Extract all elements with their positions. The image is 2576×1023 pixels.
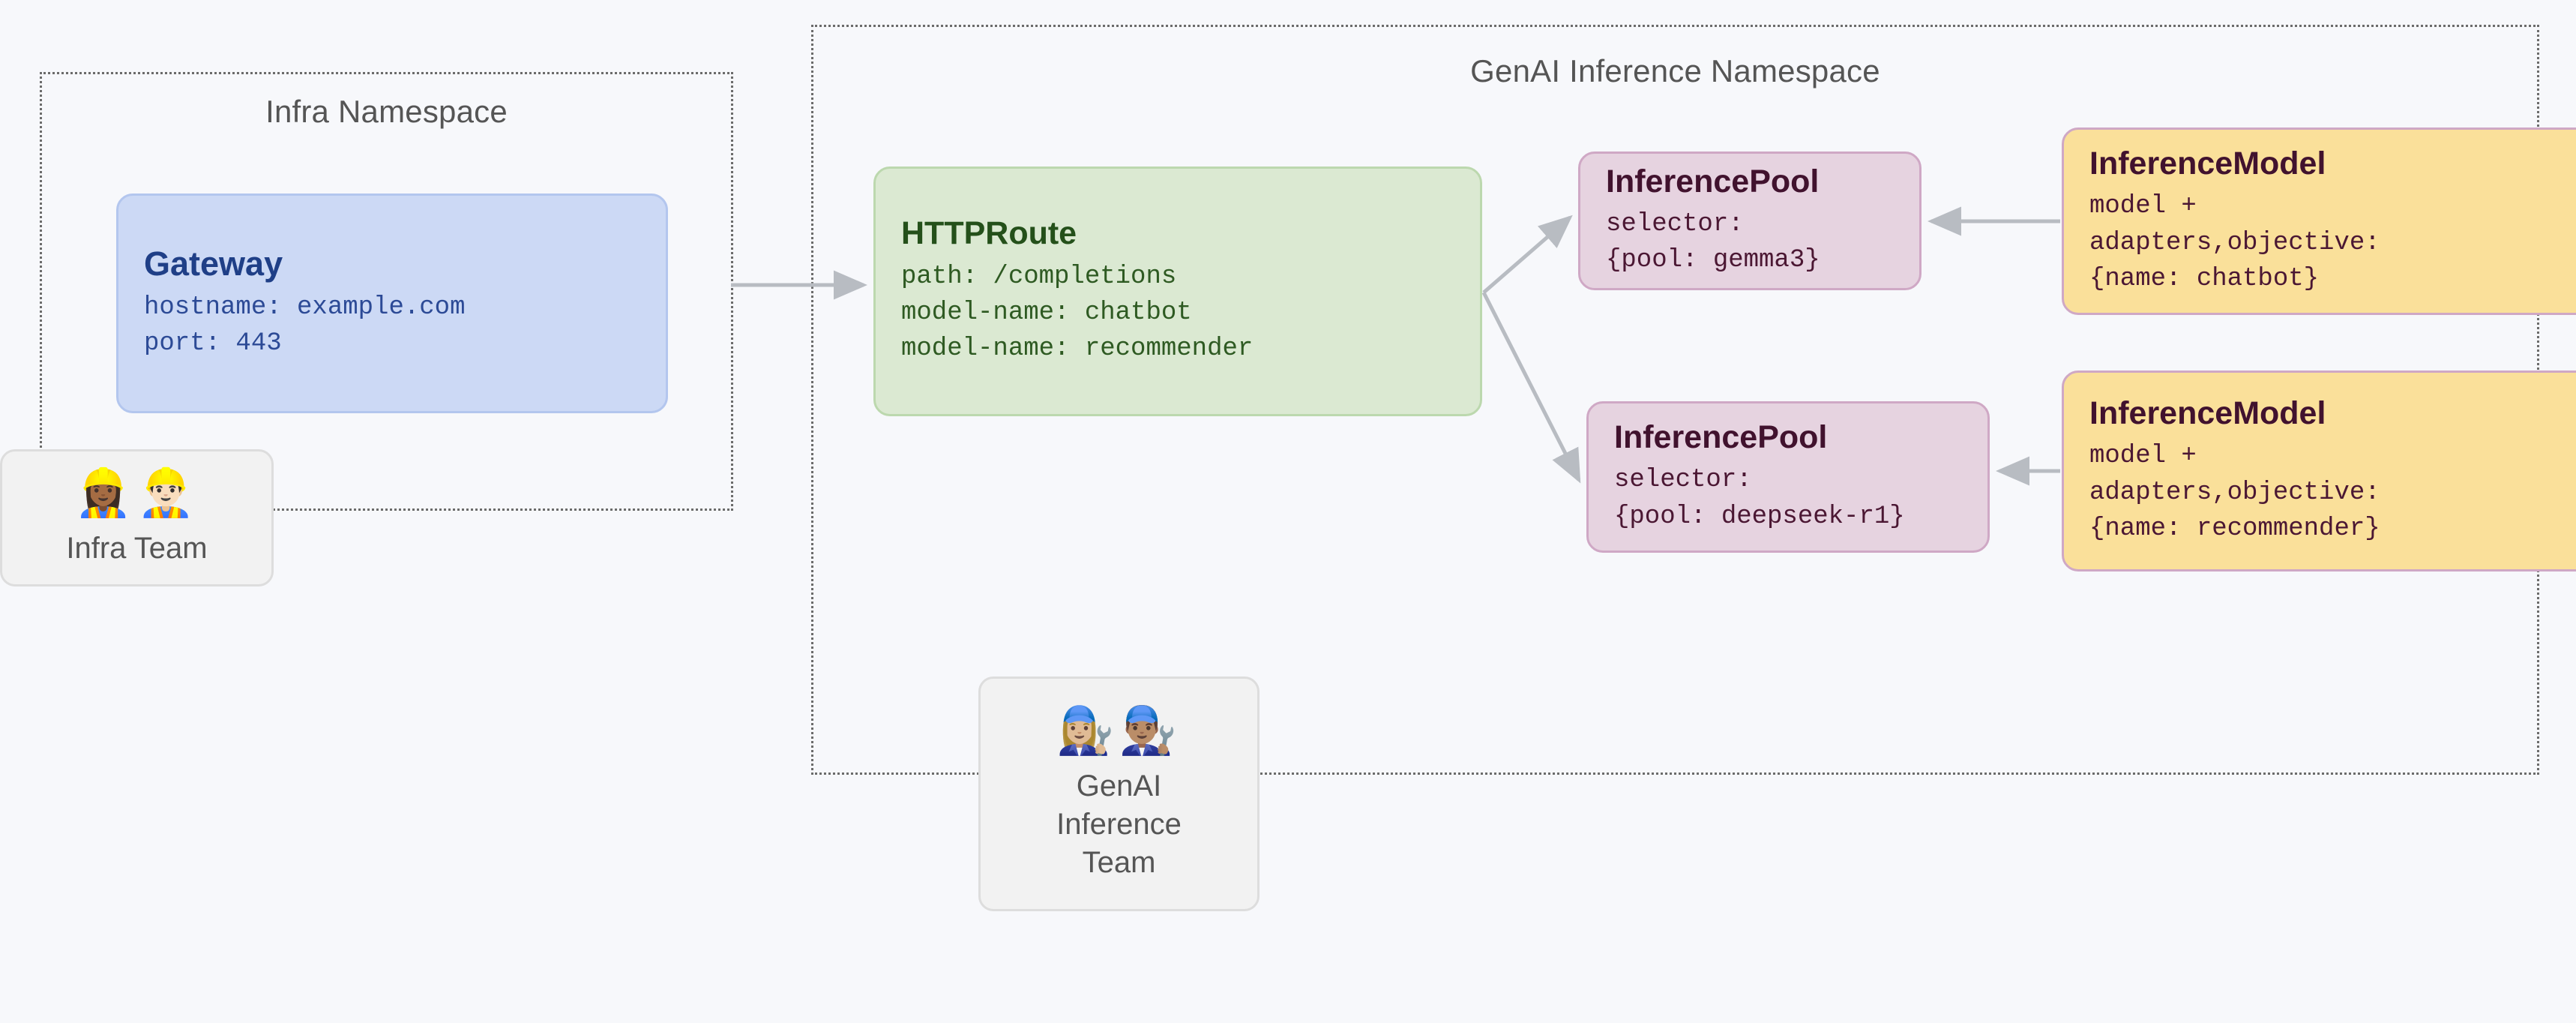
infra-namespace-title: Infra Namespace [265,94,508,129]
mechanic-icon: 👩🏼‍🔧👨🏽‍🔧 [1056,704,1182,757]
gateway-line-1: hostname: example.com [144,293,466,322]
inferencepool-deepseek-line-1: selector: [1614,466,1752,495]
inferencepool-gemma3-line-2: {pool: gemma3} [1606,246,1820,275]
httproute-node[interactable]: HTTPRoute path: /completions model-name:… [873,166,1482,416]
httproute-line-3: model-name: recommender [901,334,1254,364]
construction-worker-icon: 👷🏾‍♀️👷🏻‍♂️ [74,466,199,519]
httproute-title: HTTPRoute [901,215,1077,252]
inferencemodel-chatbot-line-2: adapters,objective: [2089,228,2380,257]
genai-inference-team-label: GenAI Inference Team [1056,769,1182,880]
genai-namespace-title: GenAI Inference Namespace [1470,53,1880,88]
inferencemodel-recommender-line-3: {name: recommender} [2089,514,2380,543]
inferencepool-gemma3-node[interactable]: InferencePool selector: {pool: gemma3} [1578,152,1922,290]
inferencemodel-recommender-line-2: adapters,objective: [2089,478,2380,507]
infra-team-card[interactable]: 👷🏾‍♀️👷🏻‍♂️ Infra Team [0,449,274,586]
inferencepool-deepseek-title: InferencePool [1614,419,1828,456]
inferencemodel-recommender-line-1: model + [2089,442,2197,471]
gateway-line-2: port: 443 [144,329,282,358]
inferencepool-deepseek-node[interactable]: InferencePool selector: {pool: deepseek-… [1586,401,1990,553]
inferencemodel-chatbot-line-1: model + [2089,192,2197,221]
gateway-node[interactable]: Gateway hostname: example.com port: 443 [116,194,668,413]
httproute-line-1: path: /completions [901,262,1177,291]
infra-team-label: Infra Team [66,532,208,565]
inferencemodel-recommender-title: InferenceModel [2089,394,2326,431]
inferencemodel-recommender-node[interactable]: InferenceModel model + adapters,objectiv… [2062,370,2576,572]
gateway-title: Gateway [144,244,283,284]
inferencemodel-chatbot-title: InferenceModel [2089,145,2326,182]
httproute-line-2: model-name: chatbot [901,298,1192,328]
inferencepool-deepseek-line-2: {pool: deepseek-r1} [1614,502,1905,531]
inferencepool-gemma3-line-1: selector: [1606,209,1744,238]
genai-inference-team-card[interactable]: 👩🏼‍🔧👨🏽‍🔧 GenAI Inference Team [978,676,1260,911]
inferencemodel-chatbot-node[interactable]: InferenceModel model + adapters,objectiv… [2062,128,2576,315]
infra-namespace-boundary [40,72,733,511]
inferencemodel-chatbot-line-3: {name: chatbot} [2089,264,2320,293]
inferencepool-gemma3-title: InferencePool [1606,163,1820,200]
